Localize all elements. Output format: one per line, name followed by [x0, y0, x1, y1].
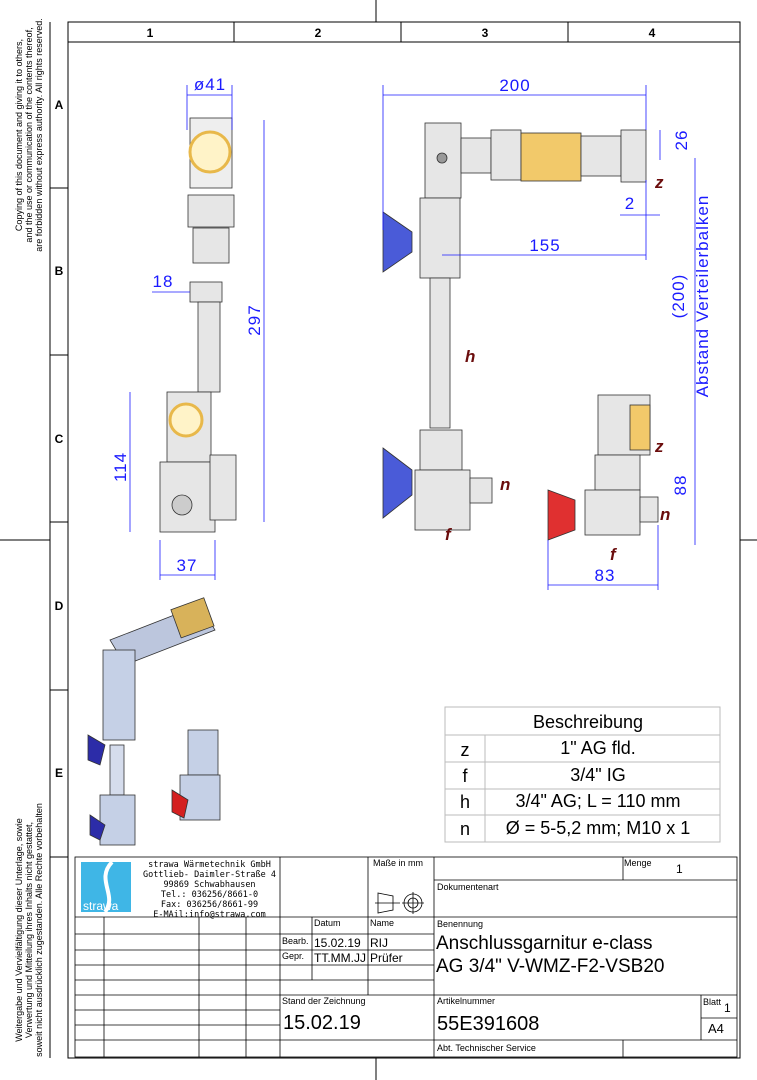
benennung-line-1: Anschlussgarnitur e-class	[436, 933, 653, 954]
label-h: h	[465, 347, 475, 366]
copyright-line: are forbidden without express authority.…	[34, 18, 44, 251]
side-view-assembly	[382, 122, 647, 531]
abteilung: Abt. Technischer Service	[437, 1043, 536, 1053]
artikel-value: 55E391608	[437, 1013, 540, 1035]
label-z: z	[654, 437, 664, 456]
description-table-grid	[444, 706, 721, 843]
desc-key: z	[461, 740, 470, 760]
dim-114: 114	[111, 452, 130, 482]
label-f: f	[445, 525, 453, 544]
company-fax: Fax: 036256/8661-99	[160, 900, 259, 910]
dim-37: 37	[177, 556, 198, 575]
blatt-label: Blatt	[703, 997, 722, 1007]
dimension-labels: ø41 18 297 114 37 200 26 2 155 (200) Abs…	[111, 75, 712, 585]
label-z: z	[654, 173, 664, 192]
strawa-logo: strawa	[81, 860, 131, 914]
logo-text: strawa	[83, 899, 119, 913]
col-4: 4	[649, 26, 656, 40]
description-table: Beschreibung z 1" AG fld. f 3/4" IG h 3/…	[460, 712, 690, 839]
stand-label: Stand der Zeichnung	[282, 996, 366, 1006]
label-n: n	[500, 475, 510, 494]
copyright-line: Weitergabe und Vervielfältigung dieser U…	[14, 818, 24, 1041]
copyright-line: Copying of this document and giving it t…	[14, 39, 24, 231]
grid-column-labels: 1 2 3 4	[147, 26, 656, 40]
dokumentenart-label: Dokumentenart	[437, 882, 499, 892]
stand-value: 15.02.19	[283, 1012, 361, 1034]
col-2: 2	[315, 26, 322, 40]
row-c: C	[55, 432, 64, 446]
benennung-label: Benennung	[437, 919, 484, 929]
desc-value: 3/4" AG; L = 110 mm	[516, 791, 681, 811]
grid-row-labels: A B C D E	[55, 98, 64, 780]
desc-key: n	[460, 819, 470, 839]
dim-155: 155	[529, 236, 560, 255]
company-name: strawa Wärmetechnik GmbH	[148, 860, 271, 870]
masse-label: Maße in mm	[373, 858, 424, 868]
label-f: f	[610, 545, 618, 564]
dim-88: 88	[671, 475, 690, 496]
title-block-grid	[74, 856, 738, 1058]
gepr-label: Gepr.	[282, 951, 305, 961]
format-value: A4	[708, 1021, 724, 1036]
dim-26: 26	[672, 130, 691, 151]
company-street: Gottlieb- Daimler-Straße 4	[142, 870, 277, 880]
right-view-assembly	[547, 394, 659, 541]
gepr-datum: TT.MM.JJ	[314, 951, 366, 965]
dim-297: 297	[245, 304, 264, 335]
row-a: A	[55, 98, 64, 112]
row-b: B	[55, 264, 64, 278]
company-email: E-MAil:info@strawa.com	[153, 910, 266, 920]
desc-key: f	[462, 766, 468, 786]
copyright-de: Weitergabe und Vervielfältigung dieser U…	[14, 803, 44, 1057]
col-3: 3	[482, 26, 489, 40]
blatt-value: 1	[724, 1001, 731, 1015]
benennung-line-2: AG 3/4" V-WMZ-F2-VSB20	[436, 956, 665, 977]
menge-label: Menge	[624, 858, 652, 868]
gepr-name: Prüfer	[370, 951, 403, 965]
dim-200-distance: (200)	[669, 274, 688, 319]
connection-labels: z z h n n f f	[445, 173, 670, 564]
bearb-name: RIJ	[370, 936, 388, 950]
label-n: n	[660, 505, 670, 524]
description-title: Beschreibung	[533, 712, 643, 732]
desc-value: Ø = 5-5,2 mm; M10 x 1	[506, 818, 691, 838]
row-d: D	[55, 599, 64, 613]
company-city: 99869 Schwabhausen	[163, 880, 256, 890]
menge-value: 1	[676, 862, 683, 876]
desc-key: h	[460, 792, 470, 812]
col-1: 1	[147, 26, 154, 40]
bearb-label: Bearb.	[282, 936, 309, 946]
dim-18: 18	[153, 272, 174, 291]
copyright-en: Copying of this document and giving it t…	[14, 18, 44, 251]
desc-value: 3/4" IG	[570, 765, 625, 785]
front-view-assembly	[159, 117, 237, 533]
dim-200: 200	[499, 76, 530, 95]
copyright-line: and the use or communication of the cont…	[24, 27, 34, 242]
name-label: Name	[370, 918, 395, 928]
benennung: Anschlussgarnitur e-class AG 3/4" V-WMZ-…	[436, 932, 664, 978]
isometric-views	[87, 597, 221, 846]
copyright-line: soweit nicht ausdrücklich zugestanden. A…	[34, 803, 44, 1057]
bearb-datum: 15.02.19	[314, 936, 361, 950]
datum-label: Datum	[314, 918, 341, 928]
row-e: E	[55, 766, 63, 780]
dim-2: 2	[625, 194, 635, 213]
dimension-lines	[129, 85, 696, 590]
desc-value: 1" AG fld.	[560, 738, 635, 758]
company-phone: Tel.: 036256/8661-0	[160, 890, 259, 900]
projection-symbol	[375, 892, 424, 914]
company-address: strawa Wärmetechnik GmbH Gottlieb- Daiml…	[142, 860, 277, 920]
artikel-label: Artikelnummer	[437, 996, 496, 1006]
dim-83: 83	[595, 566, 616, 585]
dim-abstand-label: Abstand Verteilerbalken	[693, 195, 712, 398]
copyright-line: Verwertung und Mitteilung ihres Inhalts …	[24, 822, 34, 1038]
dim-diameter-41: ø41	[194, 75, 226, 94]
